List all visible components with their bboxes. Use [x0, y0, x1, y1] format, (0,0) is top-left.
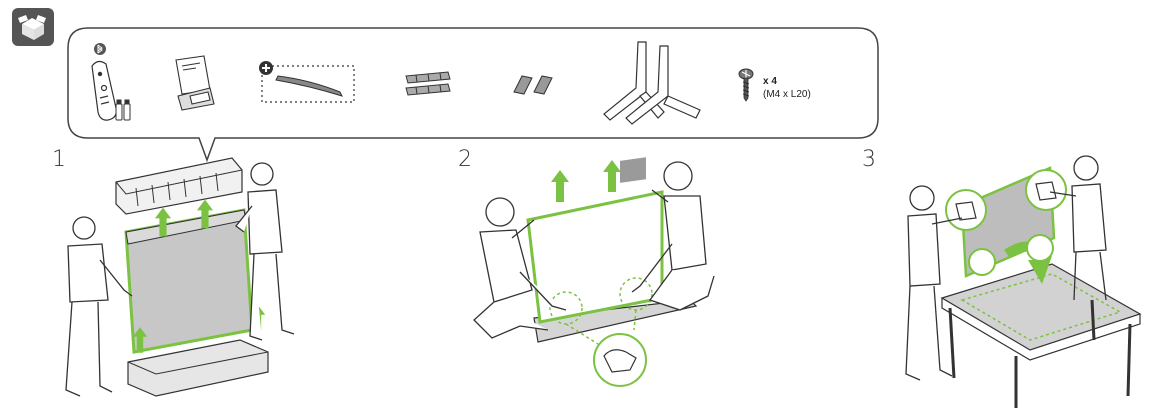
step-3-number: 3 — [862, 147, 876, 172]
screw-icon — [738, 68, 754, 102]
step-1-illustration — [65, 157, 295, 397]
step-1-number: 1 — [52, 147, 66, 172]
accessories-panel — [67, 27, 879, 163]
screw-quantity: x 4 — [763, 76, 777, 87]
stand-icon — [603, 41, 701, 125]
step-2-illustration — [473, 157, 715, 387]
remote-control-icon — [91, 60, 117, 121]
screw-size: (M4 x L20) — [763, 89, 811, 100]
step-3-illustration — [905, 155, 1142, 408]
bluetooth-icon — [94, 43, 106, 55]
plus-icon — [259, 61, 273, 75]
manual-icon — [175, 55, 215, 111]
pad-icon — [513, 75, 553, 95]
cable-holder-icon — [405, 71, 451, 96]
unbox-icon — [12, 8, 54, 46]
cable-tie-icon — [261, 65, 355, 103]
step-2-number: 2 — [458, 147, 472, 172]
screw-spec: x 4 (M4 x L20) — [763, 75, 811, 101]
battery-icon — [115, 99, 131, 121]
